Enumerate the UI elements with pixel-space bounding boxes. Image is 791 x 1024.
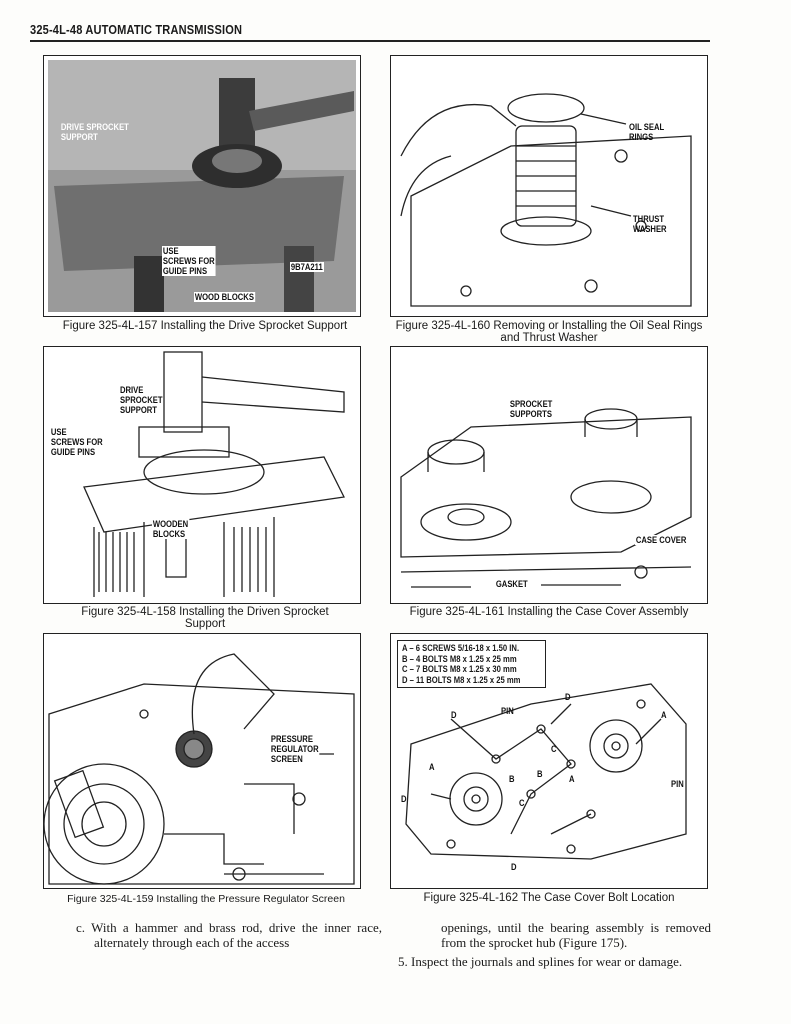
label-b: B <box>509 774 515 784</box>
label-drive-sprocket-support: DRIVE SPROCKET SUPPORT <box>60 122 129 142</box>
caption-160: Figure 325-4L-160 Removing or Installing… <box>395 320 703 344</box>
label-d: D <box>451 710 457 720</box>
caption-158: Figure 325-4L-158 Installing the Driven … <box>81 606 329 630</box>
bolt-row-a: A – 6 SCREWS 5/16-18 x 1.50 IN. <box>402 643 520 653</box>
label-d: D <box>565 692 571 702</box>
label-wood-blocks: WOOD BLOCKS <box>194 292 255 302</box>
pressure-regulator-drawing <box>44 653 355 885</box>
label-c: C <box>519 798 525 808</box>
figure-158: DRIVE SPROCKET SUPPORT USE SCREWS FOR GU… <box>43 346 361 604</box>
caption-162: Figure 325-4L-162 The Case Cover Bolt Lo… <box>423 892 675 904</box>
label-drive-sprocket-support: DRIVE SPROCKET SUPPORT <box>120 385 163 415</box>
label-a: A <box>569 774 575 784</box>
bolt-row-b: B – 4 BOLTS M8 x 1.25 x 25 mm <box>402 653 517 664</box>
figure-159: PRESSURE REGULATOR SCREEN <box>43 633 361 889</box>
figure-157: DRIVE SPROCKET SUPPORT USE SCREWS FOR GU… <box>43 55 361 317</box>
label-a: A <box>429 762 435 772</box>
label-gasket: GASKET <box>495 579 529 589</box>
label-sprocket-supports: SPROCKET SUPPORTS <box>509 399 554 419</box>
label-code: 9B7A211 <box>290 262 324 272</box>
label-pressure-regulator-screen: PRESSURE REGULATOR SCREEN <box>270 734 320 764</box>
bolt-row-c: C – 7 BOLTS M8 x 1.25 x 30 mm <box>402 664 517 674</box>
label-case-cover: CASE COVER <box>635 535 688 545</box>
label-wooden-blocks: WOODEN BLOCKS <box>152 519 189 539</box>
page-header: 325-4L-48 AUTOMATIC TRANSMISSION <box>30 22 243 37</box>
driven-sprocket-drawing <box>83 351 345 597</box>
step-c-text: c. With a hammer and brass rod, drive th… <box>76 920 382 950</box>
oil-seal-drawing <box>400 93 692 307</box>
figure-161: SPROCKET SUPPORTS CASE COVER GASKET <box>390 346 708 604</box>
label-use-screws: USE SCREWS FOR GUIDE PINS <box>50 427 104 457</box>
label-c: C <box>551 744 557 754</box>
header-rule <box>30 40 710 42</box>
label-d: D <box>511 862 517 872</box>
label-use-screws: USE SCREWS FOR GUIDE PINS <box>162 246 216 276</box>
case-cover-bolt-drawing <box>405 683 687 860</box>
bolt-table: A – 6 SCREWS 5/16-18 x 1.50 IN. B – 4 BO… <box>397 640 547 688</box>
label-oil-seal-rings: OIL SEAL RINGS <box>629 122 665 142</box>
label-a: A <box>661 710 667 720</box>
case-cover-drawing <box>400 408 692 588</box>
figure-160: OIL SEAL RINGS THRUST WASHER <box>390 55 708 317</box>
label-pin: PIN <box>671 779 684 789</box>
label-thrust-washer: THRUST WASHER <box>633 214 667 234</box>
drive-sprocket-photo <box>48 60 356 312</box>
caption-159: Figure 325-4L-159 Installing the Pressur… <box>67 893 345 905</box>
step-5-text: 5. Inspect the journals and splines for … <box>398 954 683 969</box>
label-b: B <box>537 769 543 779</box>
figure-162: A – 6 SCREWS 5/16-18 x 1.50 IN. B – 4 BO… <box>390 633 708 889</box>
caption-161: Figure 325-4L-161 Installing the Case Co… <box>409 606 689 618</box>
label-d: D <box>401 794 407 804</box>
step-c-continued: openings, until the bearing assembly is … <box>441 920 711 950</box>
label-pin: PIN <box>501 706 514 716</box>
caption-157: Figure 325-4L-157 Installing the Drive S… <box>62 320 348 332</box>
bolt-row-d: D – 11 BOLTS M8 x 1.25 x 25 mm <box>402 674 521 685</box>
